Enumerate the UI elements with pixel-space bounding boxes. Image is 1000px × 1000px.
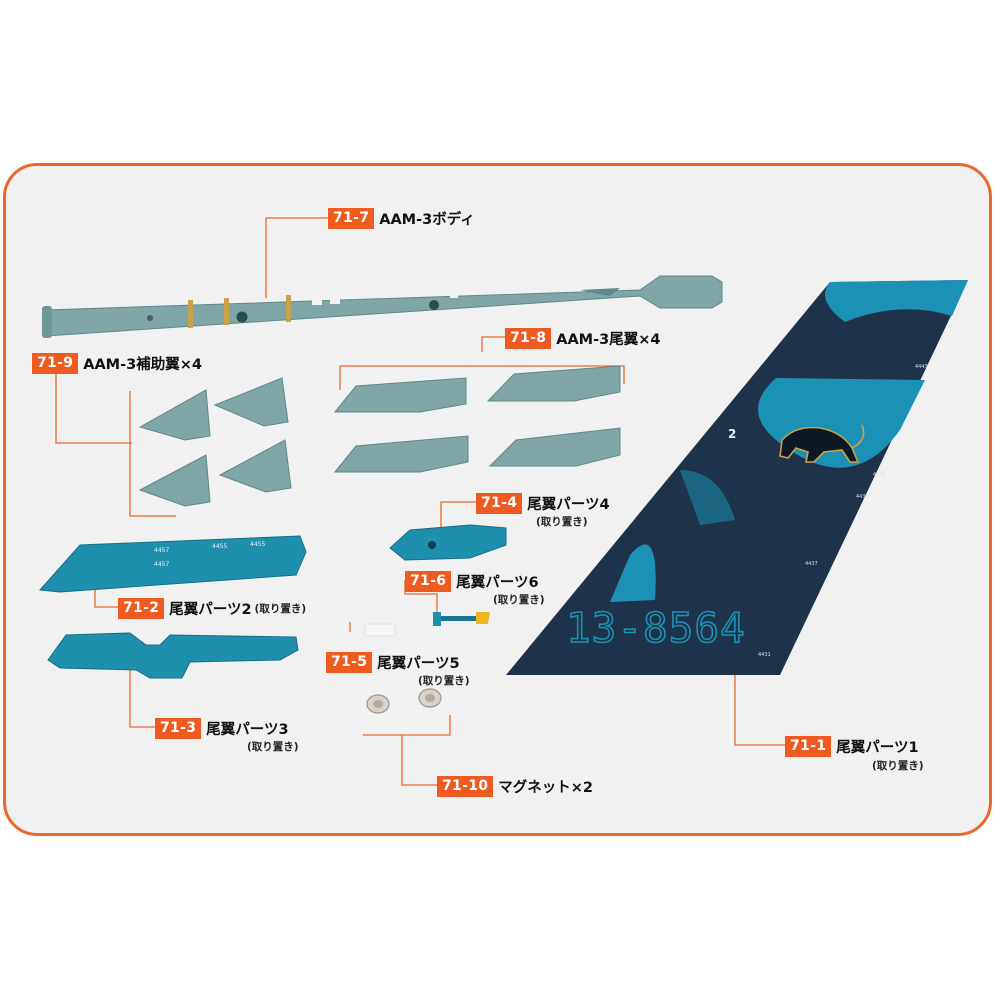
stencil-text: 4435	[856, 494, 869, 500]
part-note: (取り置き)	[254, 603, 307, 615]
stencil-text: 4457	[154, 561, 169, 568]
stencil-text: 4455	[212, 543, 227, 550]
tail-part-3	[47, 632, 299, 679]
label-71-6: 71-6 尾翼パーツ6	[405, 571, 539, 592]
part-code: 71-6	[405, 571, 452, 592]
stencil-text: 4439	[873, 472, 886, 478]
label-71-2: 71-2 尾翼パーツ2 (取り置き)	[118, 598, 306, 619]
stencil-text: 4457	[154, 547, 169, 554]
stencil-text: 4443	[915, 364, 928, 370]
label-71-4: 71-4 尾翼パーツ4	[476, 493, 610, 514]
tail-part-6	[433, 612, 490, 626]
part-name: 尾翼パーツ4	[527, 497, 610, 513]
stencil-text: 4455	[250, 541, 265, 548]
label-71-6-note: (取り置き)	[493, 594, 545, 606]
part-name: 尾翼パーツ6	[456, 575, 539, 591]
tail-part-2: 4457 4455 4455 4457	[38, 535, 307, 593]
label-71-9: 71-9 AAM-3補助翼×4	[32, 353, 202, 374]
part-name: 尾翼パーツ5	[377, 656, 460, 672]
stencil-text: 4431	[758, 652, 771, 658]
label-71-5-note: (取り置き)	[418, 675, 470, 687]
part-name: 尾翼パーツ2	[169, 602, 252, 618]
part-code: 71-3	[155, 718, 202, 739]
part-code: 71-5	[326, 652, 373, 673]
squadron-number: 2	[728, 427, 736, 441]
part-name: AAM-3尾翼×4	[556, 332, 661, 348]
stencil-text: 4437	[805, 561, 818, 567]
part-code: 71-8	[505, 328, 552, 349]
part-name: 尾翼パーツ1	[836, 740, 919, 756]
leader-lines	[55, 217, 785, 786]
part-code: 71-9	[32, 353, 79, 374]
aam3-tail-fins-part	[333, 365, 621, 473]
aam3-body-part	[42, 275, 723, 338]
part-code: 71-10	[437, 776, 494, 797]
tail-serial-number: 13-8564	[566, 604, 746, 652]
magnets-part	[366, 688, 442, 714]
label-71-3-note: (取り置き)	[247, 741, 299, 753]
part-code: 71-7	[328, 208, 375, 229]
label-71-8: 71-8 AAM-3尾翼×4	[505, 328, 660, 349]
part-name: マグネット×2	[498, 780, 594, 796]
panther-emblem	[779, 424, 865, 463]
label-71-3: 71-3 尾翼パーツ3	[155, 718, 289, 739]
vertical-tail-part-1: 2 4443 4439 4435 4437 4431 13-8564	[506, 280, 968, 675]
aam3-aux-fins-part	[138, 377, 292, 507]
part-code: 71-1	[785, 736, 832, 757]
part-name: AAM-3補助翼×4	[83, 357, 202, 373]
label-71-7: 71-7 AAM-3ボディ	[328, 208, 475, 229]
part-name: AAM-3ボディ	[379, 212, 475, 228]
label-71-1-note: (取り置き)	[872, 760, 924, 772]
part-code: 71-4	[476, 493, 523, 514]
tail-part-5	[364, 623, 396, 637]
label-71-4-note: (取り置き)	[536, 516, 588, 528]
label-71-5: 71-5 尾翼パーツ5	[326, 652, 460, 673]
label-71-1: 71-1 尾翼パーツ1	[785, 736, 919, 757]
label-71-10: 71-10 マグネット×2	[437, 776, 593, 797]
part-code: 71-2	[118, 598, 165, 619]
part-name: 尾翼パーツ3	[206, 722, 289, 738]
tail-part-4	[389, 524, 507, 561]
